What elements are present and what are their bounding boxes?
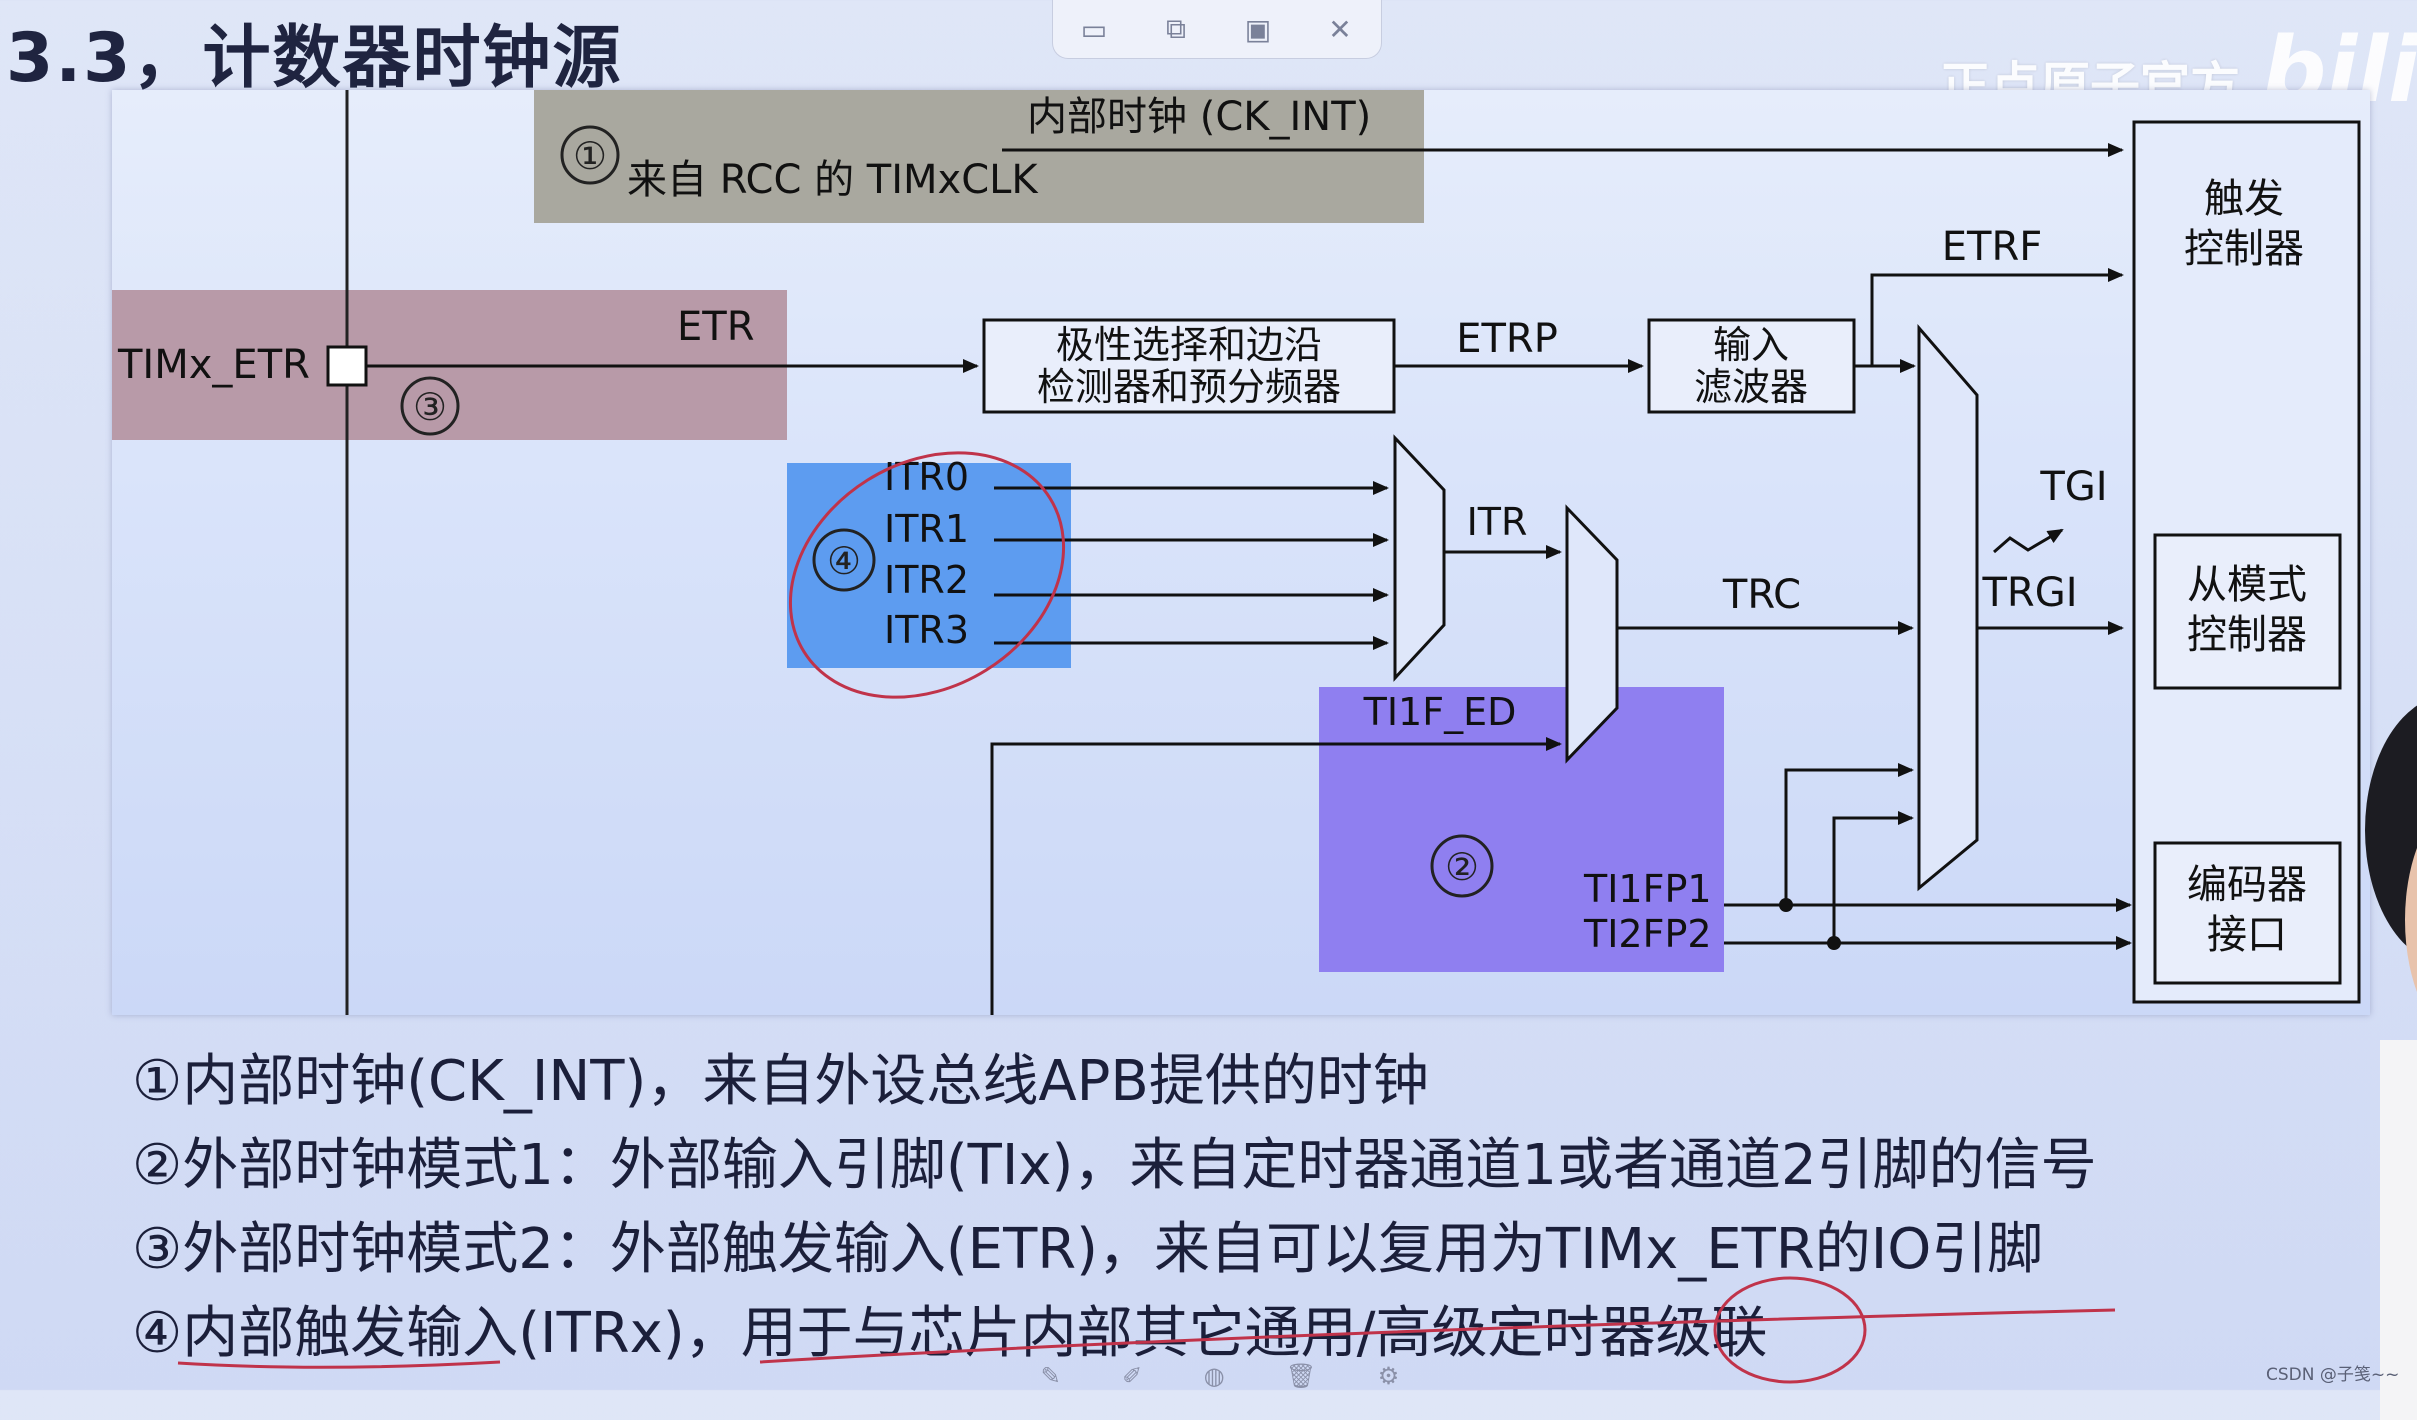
slave-ctrl-line2: 控制器 — [2187, 612, 2307, 658]
polarity-line1: 极性选择和边沿 — [1056, 323, 1322, 367]
page-title: 3.3，计数器时钟源 — [6, 19, 623, 98]
window-icon[interactable]: ▭ — [1080, 12, 1108, 46]
bottom-toolbar: ✎ ✐ ◍ 🗑 ⚙ — [1010, 1362, 1430, 1390]
clock-source-diagram: ① 内部时钟 (CK_INT) 来自 RCC 的 TIMxCLK TIMx_ET… — [112, 90, 2370, 1015]
trash-icon[interactable]: 🗑 — [1285, 1362, 1317, 1390]
trigger-ctrl-line2: 控制器 — [2184, 226, 2304, 272]
etr-pin-label: TIMx_ETR — [117, 342, 310, 388]
itr3-label: ITR3 — [884, 608, 969, 652]
ti1fp1-label: TI1FP1 — [1583, 867, 1712, 911]
save-icon[interactable]: ▣ — [1244, 12, 1272, 46]
note-2: ②外部时钟模式1：外部输入引脚(TIx)，来自定时器通道1或者通道2引脚的信号 — [132, 1133, 2097, 1198]
tgi-label: TGI — [2039, 464, 2107, 510]
color-icon[interactable]: ◍ — [1203, 1362, 1225, 1390]
itr-label: ITR — [1467, 500, 1528, 544]
etr-label: ETR — [677, 304, 755, 350]
close-icon[interactable]: ✕ — [1328, 12, 1352, 46]
slave-ctrl-line1: 从模式 — [2187, 562, 2307, 608]
encoder-line1: 编码器 — [2187, 862, 2307, 908]
polarity-line2: 检测器和预分频器 — [1037, 365, 1341, 409]
slave-ctrl-box — [2153, 533, 2342, 690]
copy-icon[interactable]: ⧉ — [1166, 12, 1186, 45]
encoder-line2: 接口 — [2207, 912, 2287, 958]
src3-number: ③ — [413, 385, 447, 429]
pen-icon[interactable]: ✎ — [1040, 1362, 1061, 1390]
notes-list: ①内部时钟(CK_INT)，来自外设总线APB提供的时钟 ②外部时钟模式1：外部… — [132, 1040, 2097, 1376]
etrf-label: ETRF — [1942, 224, 2043, 270]
etrp-label: ETRP — [1456, 316, 1558, 362]
presenter-image — [2365, 705, 2417, 1420]
note-3: ③外部时钟模式2：外部触发输入(ETR)，来自可以复用为TIMx_ETR的IO引… — [132, 1217, 2044, 1282]
src2-number: ② — [1445, 845, 1479, 889]
ti1f-ed-label: TI1F_ED — [1363, 690, 1517, 734]
itr2-label: ITR2 — [884, 558, 969, 602]
ti2fp2-label: TI2FP2 — [1583, 912, 1712, 956]
brush-icon[interactable]: ✐ — [1122, 1362, 1143, 1390]
filter-line2: 滤波器 — [1694, 365, 1808, 409]
itr1-label: ITR1 — [884, 507, 969, 551]
src2-region — [1319, 687, 1724, 972]
itr0-label: ITR0 — [884, 455, 969, 499]
filter-line1: 输入 — [1713, 323, 1789, 367]
src1-region — [534, 90, 1424, 223]
encoder-box — [2153, 841, 2342, 985]
trc-mux — [1565, 504, 1619, 764]
itr-annotation-circle — [788, 451, 1066, 699]
trc-label: TRC — [1722, 572, 1801, 618]
src4-number: ④ — [827, 539, 861, 583]
polarity-box — [982, 318, 1396, 414]
src4-region — [787, 463, 1071, 668]
note-1: ①内部时钟(CK_INT)，来自外设总线APB提供的时钟 — [132, 1049, 1429, 1114]
itr-mux — [1393, 434, 1446, 682]
trgi-mux — [1917, 323, 1979, 892]
src1-number: ① — [573, 134, 607, 178]
credit-text: CSDN @子笺~~ — [2266, 1365, 2400, 1385]
etr-pin — [326, 345, 368, 387]
settings-icon[interactable]: ⚙ — [1377, 1362, 1400, 1390]
trigger-ctrl-line1: 触发 — [2204, 176, 2284, 222]
floating-toolbar: ▭ ⧉ ▣ ✕ — [1052, 0, 1382, 59]
trgi-label: TRGI — [1981, 570, 2077, 616]
ck-int-label: 内部时钟 (CK_INT) — [1027, 94, 1371, 140]
rcc-label: 来自 RCC 的 TIMxCLK — [627, 157, 1039, 203]
